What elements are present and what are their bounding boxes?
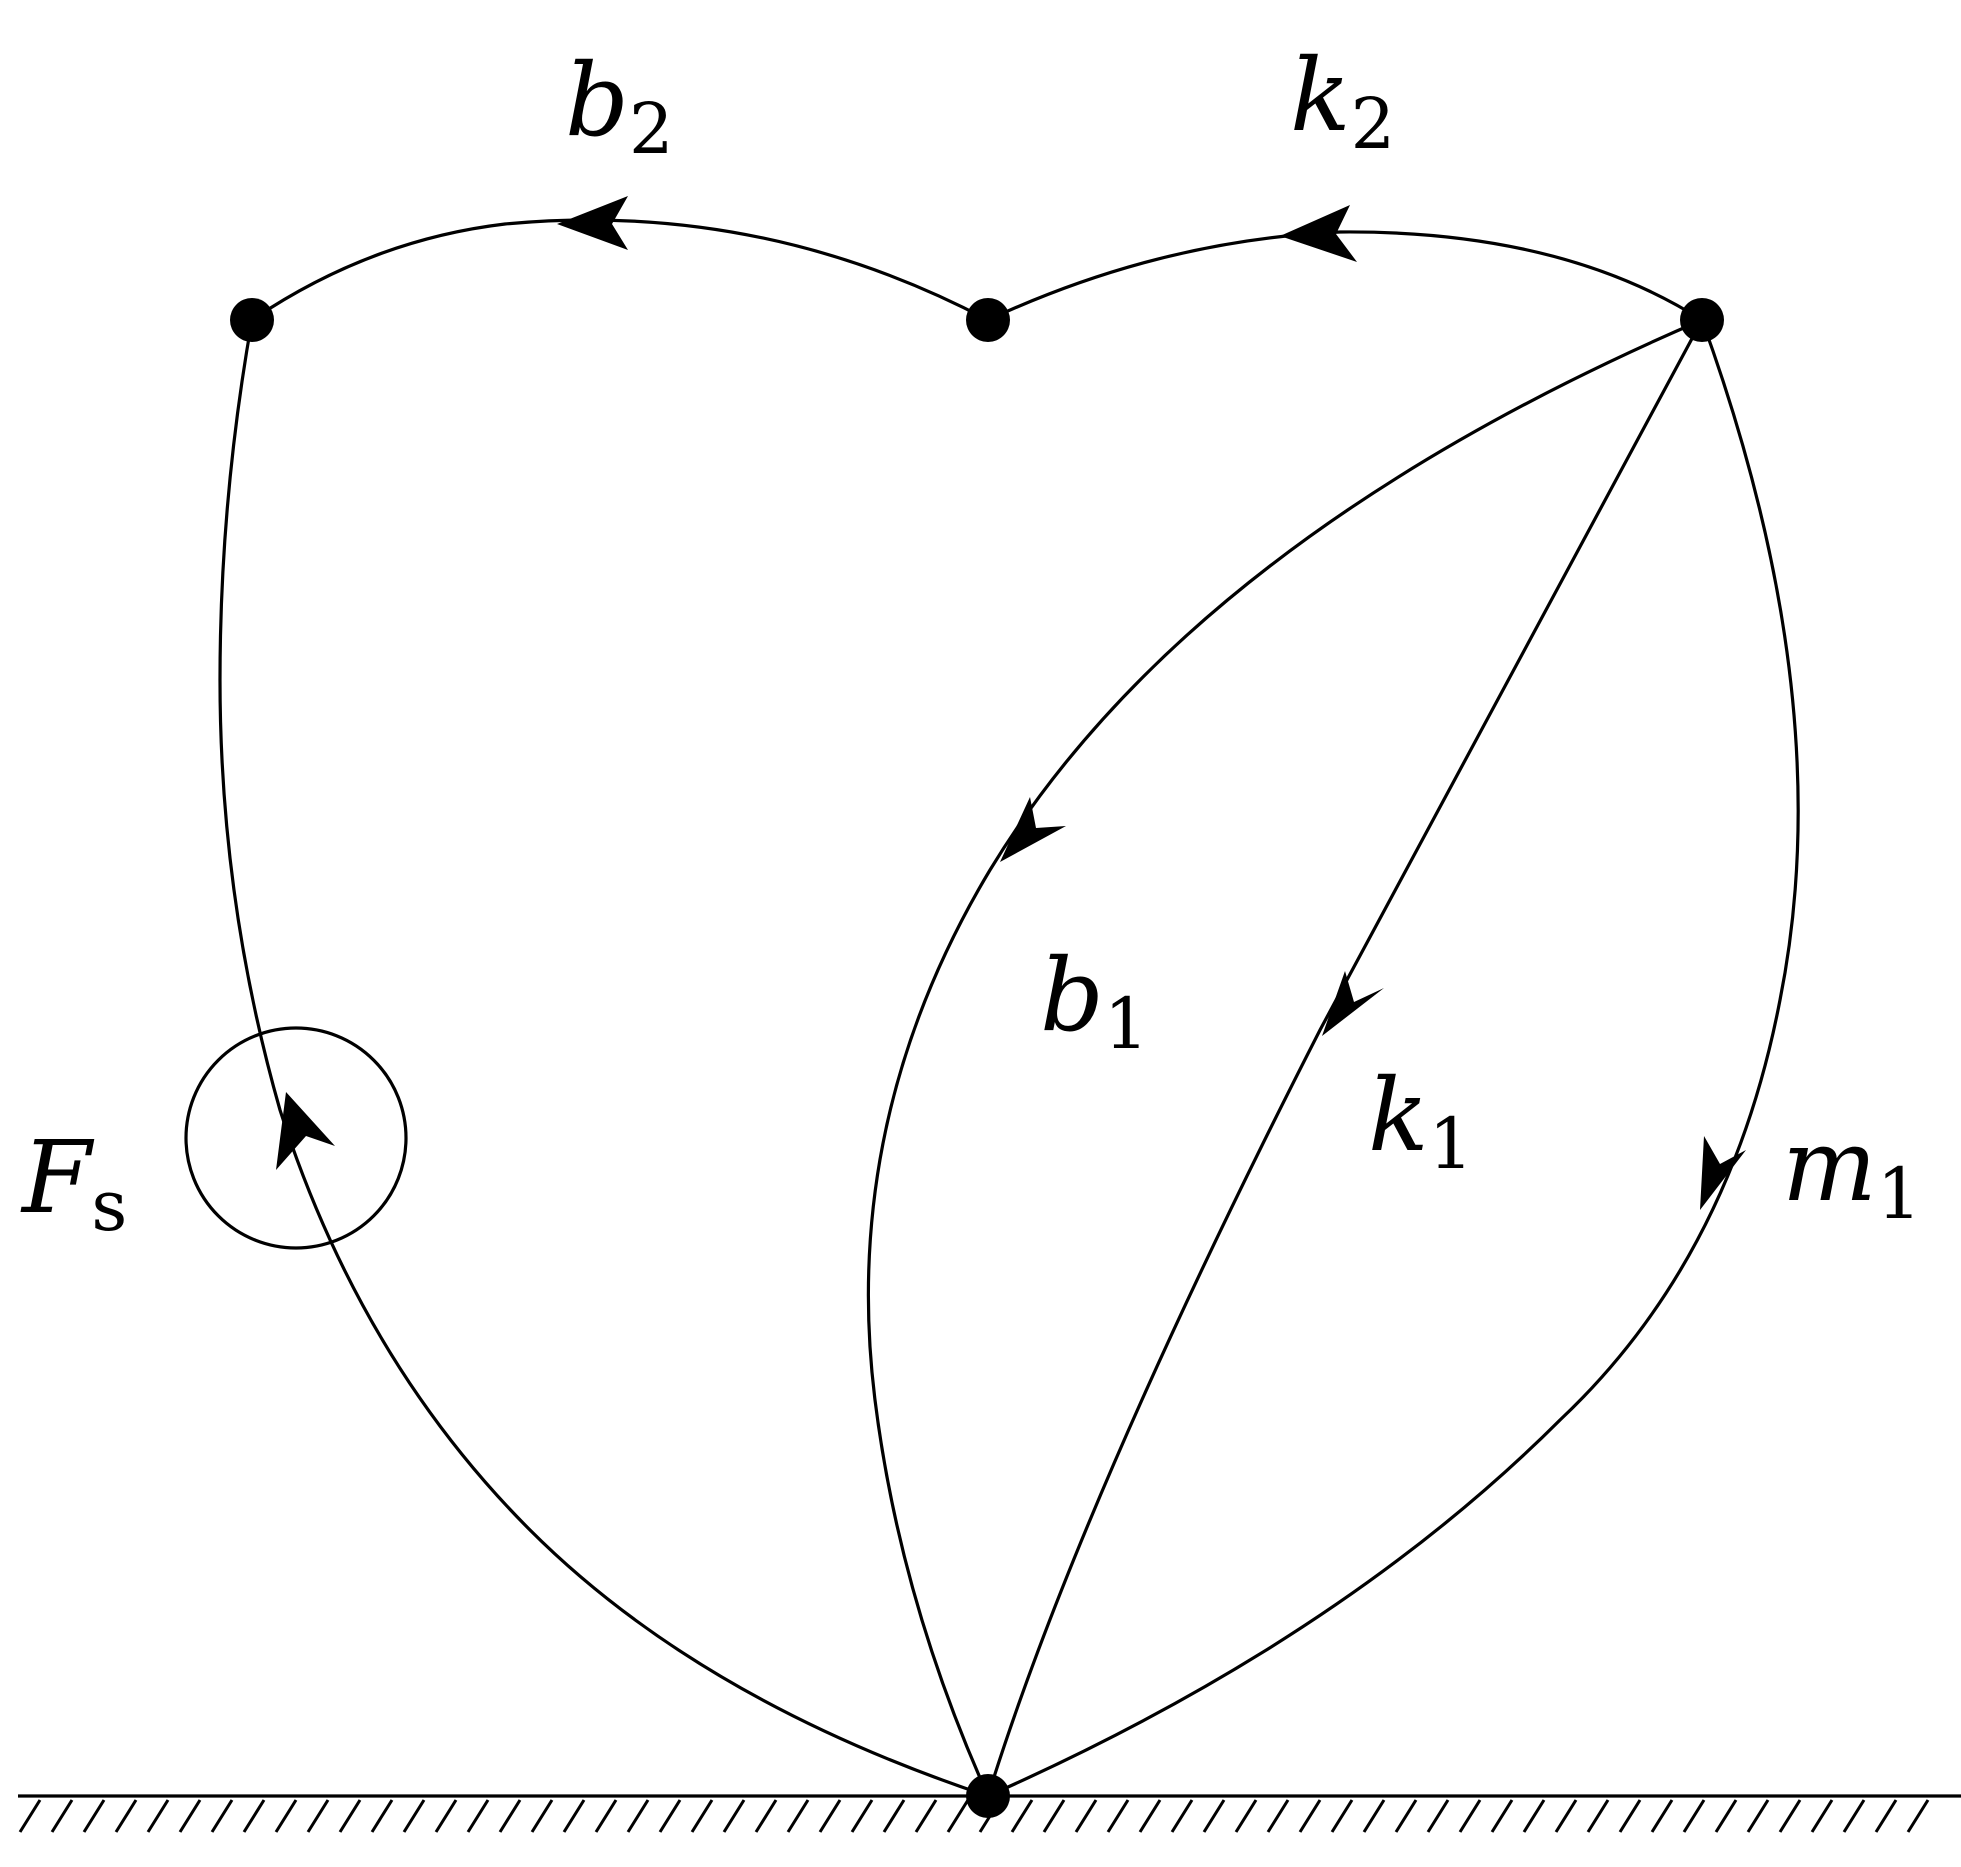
ground-hatch-mark	[722, 1799, 746, 1833]
ground-hatch-mark	[1522, 1799, 1546, 1833]
ground-hatch-mark	[818, 1799, 842, 1833]
ground-hatch-mark	[850, 1799, 874, 1833]
ground-hatch-mark	[1074, 1799, 1098, 1833]
ground-hatch-mark	[1586, 1799, 1610, 1833]
ground-hatch-mark	[306, 1799, 330, 1833]
ground-hatch-mark	[50, 1799, 74, 1833]
ground-hatch-mark	[914, 1799, 938, 1833]
arrow-b1-icon	[1000, 797, 1066, 862]
node-ground	[966, 1774, 1010, 1818]
label-b2: b2	[565, 42, 674, 170]
label-k1: k1	[1368, 1057, 1473, 1185]
ground-hatch-mark	[402, 1799, 426, 1833]
edge-m1	[987, 319, 1800, 1798]
ground-hatch-mark	[1266, 1799, 1290, 1833]
label-m1: m1	[1782, 1107, 1921, 1235]
ground-hatch-mark	[1362, 1799, 1386, 1833]
ground-hatch-mark	[1234, 1799, 1258, 1833]
ground-hatch-mark	[178, 1799, 202, 1833]
label-fs: Fs	[20, 1119, 127, 1247]
ground-hatching	[18, 1799, 1930, 1833]
ground-hatch-mark	[946, 1799, 970, 1833]
ground-hatch-mark	[658, 1799, 682, 1833]
ground-hatch-mark	[370, 1799, 394, 1833]
ground-hatch-mark	[1618, 1799, 1642, 1833]
ground-hatch-mark	[1906, 1799, 1930, 1833]
edge-b1	[866, 318, 1703, 1797]
edge-k2	[987, 230, 1703, 322]
ground-hatch-mark	[1682, 1799, 1706, 1833]
label-b1: b1	[1040, 937, 1149, 1065]
ground-hatch-mark	[1490, 1799, 1514, 1833]
ground-hatch-mark	[1202, 1799, 1226, 1833]
ground-hatch-mark	[786, 1799, 810, 1833]
node-top-middle	[966, 298, 1010, 342]
ground-hatch-mark	[1714, 1799, 1738, 1833]
ground-hatch-mark	[530, 1799, 554, 1833]
arrow-b2-icon	[557, 196, 628, 250]
ground-hatch-mark	[1426, 1799, 1450, 1833]
ground-hatch-mark	[242, 1799, 266, 1833]
ground-hatch-mark	[1458, 1799, 1482, 1833]
ground-hatch-mark	[626, 1799, 650, 1833]
ground-hatch-mark	[338, 1799, 362, 1833]
edge-b2	[251, 218, 989, 322]
ground-hatch-mark	[882, 1799, 906, 1833]
ground-hatch-mark	[114, 1799, 138, 1833]
ground-hatch-mark	[1330, 1799, 1354, 1833]
ground-hatch-mark	[1010, 1799, 1034, 1833]
ground-hatch-mark	[434, 1799, 458, 1833]
ground-hatch-mark	[1106, 1799, 1130, 1833]
edge-fs	[218, 319, 989, 1798]
ground-hatch-mark	[18, 1799, 42, 1833]
ground-hatch-mark	[466, 1799, 490, 1833]
ground-hatch-mark	[210, 1799, 234, 1833]
node-top-left	[230, 298, 274, 342]
ground-hatch-mark	[1810, 1799, 1834, 1833]
arrow-m1-icon	[1700, 1136, 1746, 1210]
ground-hatch-mark	[1394, 1799, 1418, 1833]
edge-k1	[986, 319, 1704, 1797]
ground-hatch-mark	[1554, 1799, 1578, 1833]
arrow-fs-icon	[276, 1092, 335, 1170]
ground-hatch-mark	[594, 1799, 618, 1833]
ground-hatch-mark	[754, 1799, 778, 1833]
ground-hatch-mark	[1170, 1799, 1194, 1833]
node-top-right	[1680, 298, 1724, 342]
ground-hatch-mark	[498, 1799, 522, 1833]
ground-hatch-mark	[274, 1799, 298, 1833]
arrow-k2-icon	[1280, 205, 1357, 262]
ground-hatch-mark	[1138, 1799, 1162, 1833]
ground-hatch-mark	[82, 1799, 106, 1833]
ground-hatch-mark	[1650, 1799, 1674, 1833]
ground-hatch-mark	[1874, 1799, 1898, 1833]
ground-hatch-mark	[1778, 1799, 1802, 1833]
force-source-circle	[184, 1026, 408, 1250]
arrow-k1-icon	[1322, 971, 1384, 1036]
ground-hatch-mark	[1042, 1799, 1066, 1833]
label-k2: k2	[1290, 37, 1395, 165]
ground-hatch-mark	[562, 1799, 586, 1833]
ground-hatch-mark	[146, 1799, 170, 1833]
ground-hatch-mark	[690, 1799, 714, 1833]
ground-hatch-mark	[1298, 1799, 1322, 1833]
ground-hatch-mark	[1842, 1799, 1866, 1833]
ground-hatch-mark	[1746, 1799, 1770, 1833]
